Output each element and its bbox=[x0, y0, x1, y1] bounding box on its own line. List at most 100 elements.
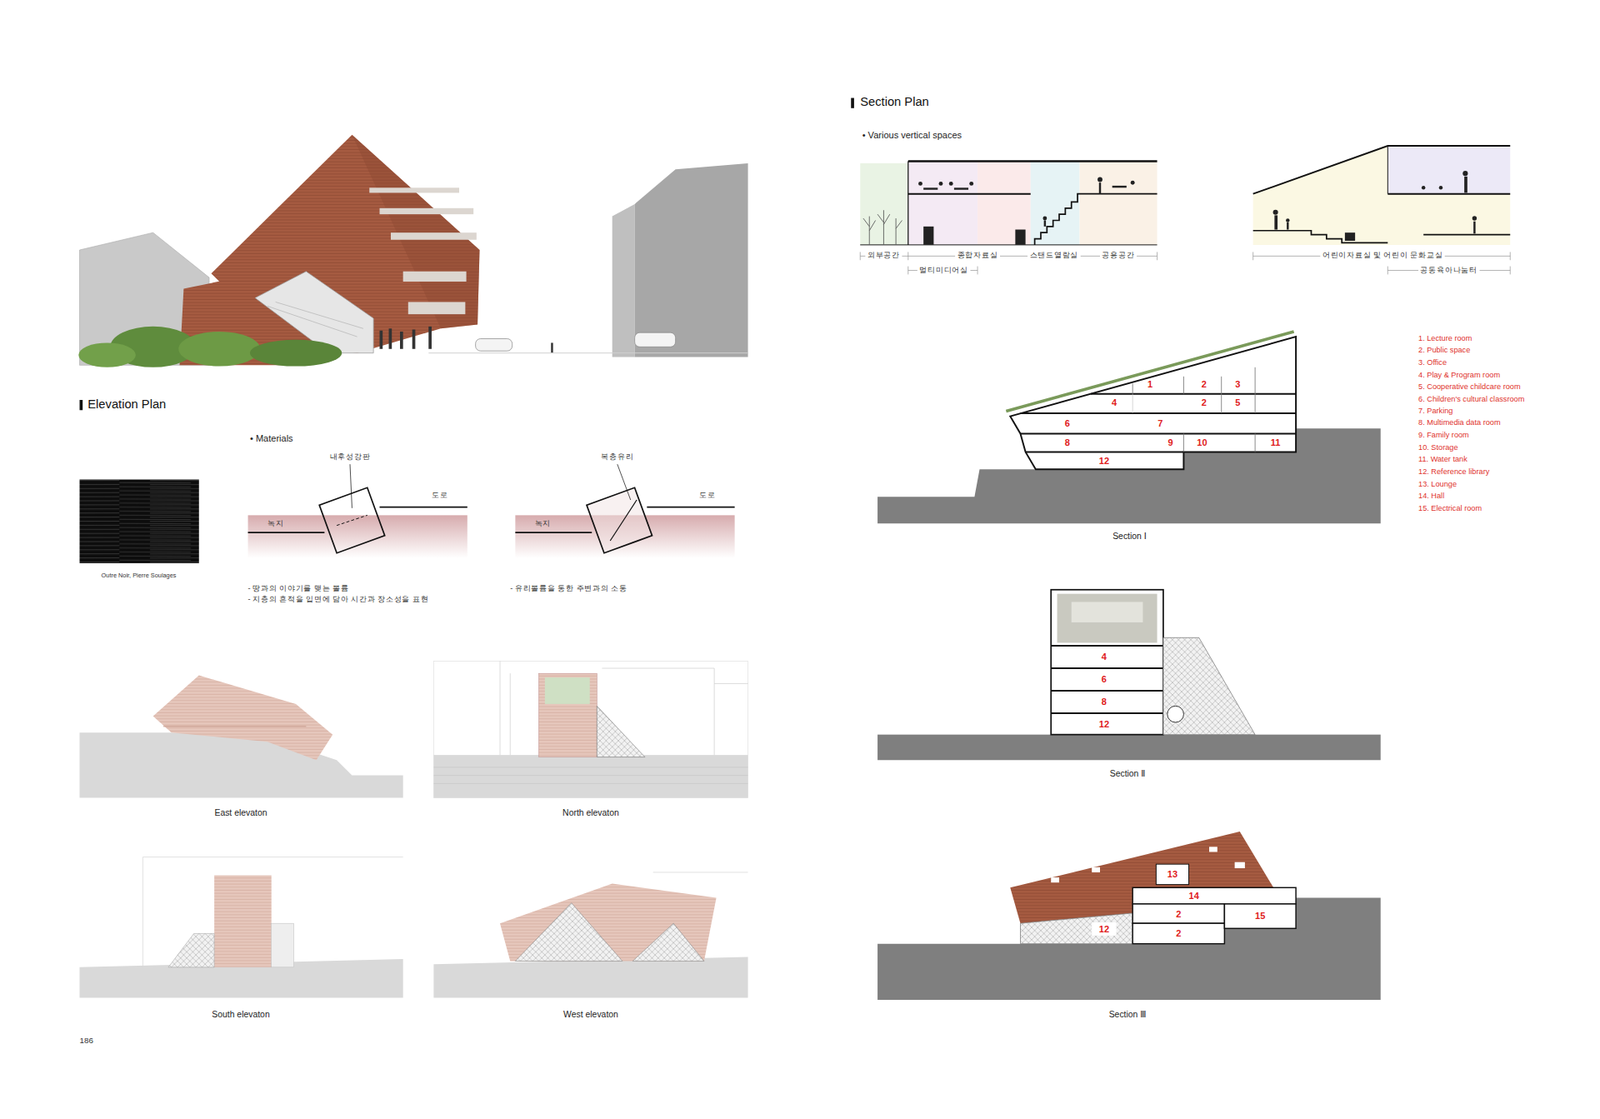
vertical-space-diagram-part-part bbox=[1273, 210, 1279, 215]
drawing-caption: Section Ⅰ bbox=[1112, 531, 1147, 542]
legend-item: 2. Public space bbox=[1418, 346, 1470, 356]
callout-number: 2 bbox=[1201, 379, 1207, 390]
vertical-space-diagram-part-part bbox=[1130, 180, 1135, 185]
legend-item: 4. Play & Program room bbox=[1418, 370, 1500, 380]
section-two-drawing-part bbox=[1167, 705, 1185, 723]
vertical-space-diagram-part bbox=[1387, 193, 1510, 195]
section-one-drawing-part bbox=[1020, 432, 1296, 435]
callout-number: 12 bbox=[1099, 455, 1110, 467]
drawing-caption: North elevaton bbox=[562, 808, 620, 819]
west-elevation-part bbox=[515, 903, 623, 962]
legend-item: 5. Cooperative childcare room bbox=[1418, 383, 1521, 393]
space-label: 공동육아나눔터 bbox=[1418, 265, 1480, 275]
section-three-drawing-part bbox=[1132, 904, 1225, 924]
drawing-caption: Section Ⅱ bbox=[1110, 769, 1146, 780]
note-text: - 유리볼륨을 통한 주변과의 소통 bbox=[510, 584, 628, 594]
vertical-space-diagram-part bbox=[977, 160, 1031, 245]
east-elevation bbox=[80, 675, 404, 799]
material-label: 복층유리 bbox=[600, 452, 634, 462]
vertical-space-diagram-part-part bbox=[939, 181, 944, 186]
vertical-space-diagram-part-part bbox=[1285, 218, 1290, 222]
vertical-space-diagram-part-part bbox=[1464, 176, 1468, 194]
sub-heading: • Materials bbox=[250, 433, 294, 445]
building-rendering-part bbox=[635, 163, 749, 358]
vertical-space-diagram-part-part bbox=[1439, 185, 1443, 190]
callout-number: 4 bbox=[1101, 651, 1107, 663]
section-heading: Elevation Plan bbox=[87, 398, 166, 413]
vertical-space-diagram-part-part bbox=[1286, 222, 1289, 230]
building-rendering-part bbox=[428, 352, 748, 354]
material-diagram-part bbox=[646, 506, 735, 509]
drawing-caption: West elevaton bbox=[563, 1010, 619, 1020]
vertical-space-diagram-part-part bbox=[1042, 216, 1047, 221]
vertical-space-diagram-part-part bbox=[1044, 220, 1046, 226]
material-diagram-part bbox=[350, 464, 352, 509]
section-one-drawing-part bbox=[1010, 336, 1296, 470]
callout-number: 10 bbox=[1196, 437, 1207, 449]
east-elevation-part bbox=[80, 732, 404, 798]
vertical-space-diagram-part bbox=[860, 251, 1157, 260]
callout-number: 2 bbox=[1175, 909, 1181, 920]
section-three-drawing-part bbox=[1132, 887, 1296, 905]
callout-number: 8 bbox=[1065, 437, 1070, 449]
legend-item: 15. Electrical room bbox=[1418, 504, 1482, 514]
vertical-space-diagram-part bbox=[1273, 170, 1478, 241]
vertical-space-diagram-part bbox=[918, 177, 1135, 245]
callout-number: 11 bbox=[1270, 437, 1281, 449]
vertical-space-diagram-part-part bbox=[1097, 177, 1103, 183]
section-three-drawing-part bbox=[1235, 862, 1245, 869]
building-rendering-part bbox=[408, 301, 466, 315]
note-text: - 땅과의 이야기를 맺는 볼륨 bbox=[248, 584, 350, 594]
material-diagram-part bbox=[248, 531, 325, 534]
drawing-caption: South elevaton bbox=[211, 1010, 270, 1020]
callout-number: 9 bbox=[1167, 437, 1173, 449]
vertical-space-diagram-part-part bbox=[1099, 182, 1101, 194]
building-rendering-part bbox=[78, 342, 136, 367]
building-rendering-part-part bbox=[412, 330, 416, 350]
building-rendering-part bbox=[635, 332, 676, 347]
vertical-space-diagram-part bbox=[860, 163, 909, 245]
legend-item: 12. Reference library bbox=[1418, 468, 1490, 478]
south-elevation-part bbox=[142, 856, 403, 858]
ground-label: 녹지 bbox=[535, 520, 552, 530]
heading-bar bbox=[80, 400, 84, 410]
material-diagram-part bbox=[617, 464, 631, 500]
north-elevation-part bbox=[545, 677, 590, 705]
section-two-drawing-part bbox=[1071, 601, 1144, 622]
ground-label: 도로 bbox=[431, 491, 449, 501]
legend-item: 3. Office bbox=[1418, 358, 1447, 368]
vertical-space-diagram-part-part bbox=[923, 187, 938, 190]
vertical-space-diagram-part-part bbox=[969, 181, 974, 186]
sub-heading: • Various vertical spaces bbox=[862, 130, 962, 142]
building-rendering-part bbox=[255, 271, 374, 354]
material-label: 내후성강판 bbox=[330, 452, 371, 462]
material-diagram-part bbox=[515, 531, 592, 534]
vertical-space-diagram-part bbox=[907, 160, 909, 245]
section-one-drawing-part bbox=[1025, 450, 1185, 453]
section-one-drawing bbox=[877, 331, 1381, 524]
vertical-space-diagram-part-part bbox=[1473, 221, 1475, 235]
material-diagram-part bbox=[610, 500, 637, 541]
building-rendering-part bbox=[390, 232, 477, 240]
space-label: 공용공간 bbox=[1100, 251, 1137, 261]
callout-number: 6 bbox=[1065, 418, 1070, 430]
drawing-caption: East elevaton bbox=[214, 808, 267, 819]
callout-number: 2 bbox=[1175, 928, 1181, 940]
north-elevation-part bbox=[539, 673, 598, 757]
vertical-space-diagram-part bbox=[1387, 145, 1389, 195]
section-three-drawing-part bbox=[1155, 864, 1189, 885]
material-diagram-part bbox=[586, 487, 652, 553]
page-number: 186 bbox=[80, 1035, 94, 1045]
building-rendering-part bbox=[369, 187, 460, 193]
material-diagram-part bbox=[380, 506, 468, 509]
vertical-space-diagram-part bbox=[860, 244, 1157, 245]
building-rendering-part bbox=[210, 135, 480, 354]
south-elevation-part bbox=[271, 923, 295, 968]
section-three-drawing-part bbox=[1050, 877, 1060, 883]
material-diagram bbox=[515, 464, 735, 559]
east-elevation-part bbox=[163, 725, 306, 727]
section-one-drawing-part bbox=[1132, 394, 1134, 414]
